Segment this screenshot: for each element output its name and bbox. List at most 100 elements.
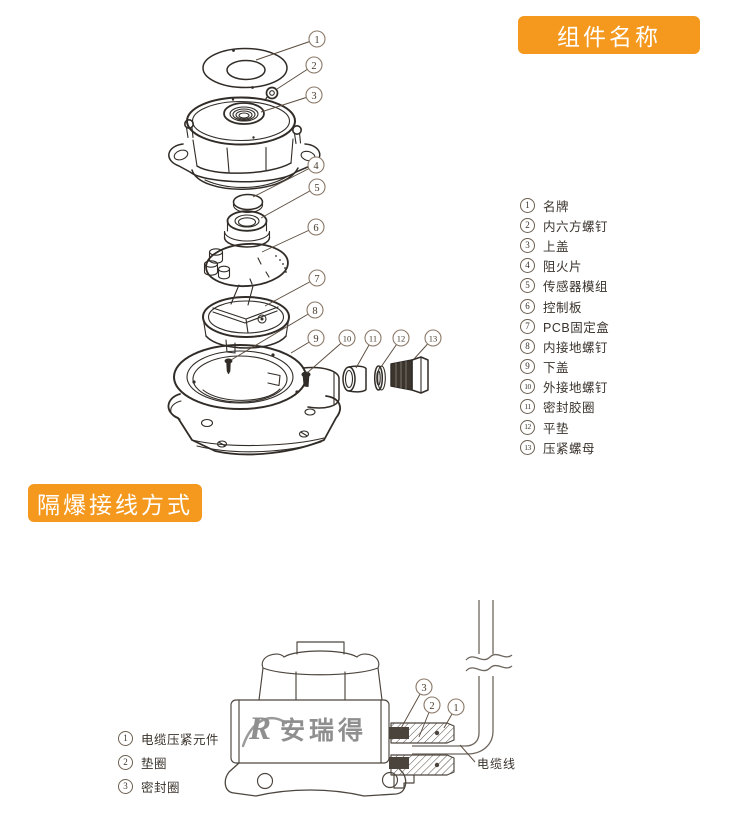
svg-text:2: 2: [429, 701, 434, 712]
part-number-badge: 5: [520, 278, 535, 294]
wiring-view-drawing: 3 2 1: [224, 600, 513, 797]
part-number-badge: 6: [520, 298, 535, 314]
part-number-badge: 2: [520, 217, 535, 233]
part-label: 内六方螺钉: [543, 219, 609, 234]
part-number-badge: 10: [520, 379, 535, 395]
svg-text:1: 1: [453, 703, 458, 714]
part-number-badge: 13: [520, 439, 535, 455]
svg-text:5: 5: [314, 183, 319, 194]
part-number-badge: 3: [520, 237, 535, 253]
wiring-label: 垫圈: [141, 756, 168, 771]
svg-text:3: 3: [311, 91, 316, 102]
nameplate-part: [202, 47, 288, 89]
part-number-badge: 9: [520, 359, 535, 375]
seal-ring-part: [342, 365, 367, 393]
wiring-list-item: 2 垫圈: [118, 750, 219, 774]
svg-text:7: 7: [314, 274, 319, 285]
part-label: 下盖: [543, 361, 570, 376]
callout-13: 13: [413, 329, 442, 360]
brand-name-text: 安瑞得: [280, 717, 368, 745]
brand-logo-r: R: [249, 710, 272, 747]
callout-12: 12: [380, 329, 410, 368]
part-label: PCB固定盒: [543, 320, 610, 335]
parts-list-item: 12 平垫: [520, 417, 609, 437]
part-label: 压紧螺母: [543, 441, 596, 456]
callout-10: 10: [306, 329, 356, 374]
parts-list-item: 7 PCB固定盒: [520, 316, 609, 336]
svg-text:1: 1: [314, 35, 319, 46]
parts-list-item: 8 内接地螺钉: [520, 336, 609, 356]
svg-text:13: 13: [429, 333, 438, 343]
callout-3: 3: [260, 86, 323, 113]
wiring-label: 密封圈: [141, 780, 181, 795]
svg-text:8: 8: [312, 306, 317, 317]
external-ground-screw-part: [301, 371, 311, 388]
part-number-badge: 4: [520, 258, 535, 274]
section-banner-components: 组件名称: [518, 16, 700, 54]
section-banner-wiring: 隔爆接线方式: [28, 484, 202, 522]
hex-screw-part: [264, 86, 279, 101]
svg-text:12: 12: [397, 333, 406, 343]
part-number-badge: 11: [520, 399, 535, 415]
wiring-list-item: 3 密封圈: [118, 774, 219, 798]
lower-cover-part: [167, 344, 341, 456]
parts-list: 1 名牌 2 内六方螺钉 3 上盖 4 阻火片 5 传感器模组 6 控制板 7 …: [520, 195, 609, 457]
callout-2: 2: [276, 56, 323, 90]
callout-7: 7: [264, 269, 326, 307]
wiring-number-badge: 1: [118, 730, 133, 746]
part-number-badge: 8: [520, 338, 535, 354]
part-label: 内接地螺钉: [543, 340, 609, 355]
part-label: 外接地螺钉: [543, 381, 609, 396]
callout-6: 6: [261, 218, 325, 253]
cable-gland-drawing: [389, 722, 455, 776]
callout-1: 1: [255, 30, 326, 61]
part-label: 传感器模组: [543, 280, 609, 295]
svg-text:2: 2: [311, 61, 316, 72]
wiring-label: 电缆压紧元件: [141, 732, 220, 747]
internal-ground-screw-part: [224, 358, 233, 375]
part-number-badge: 1: [520, 197, 535, 213]
part-number-badge: 7: [520, 318, 535, 334]
wiring-labels-list: 1 电缆压紧元件 2 垫圈 3 密封圈: [118, 726, 219, 798]
flat-washer-part: [373, 365, 386, 391]
part-label: 阻火片: [543, 260, 583, 275]
wiring-number-badge: 3: [118, 778, 133, 794]
sensor-module-part: [223, 210, 271, 248]
parts-list-item: 1 名牌: [520, 195, 609, 215]
part-label: 平垫: [543, 421, 570, 436]
flame-arrestor-part: [232, 193, 264, 214]
part-label: 名牌: [543, 199, 570, 214]
wiring-callout-2: 2: [418, 696, 441, 738]
exploded-view-drawing: 1 2 3 4 5 6 7 8: [167, 30, 442, 456]
part-label: 密封胶圈: [543, 401, 596, 416]
svg-text:10: 10: [343, 333, 352, 343]
parts-list-item: 11 密封胶圈: [520, 397, 609, 417]
svg-text:4: 4: [313, 161, 319, 172]
part-label: 控制板: [543, 300, 583, 315]
wiring-callout-1: 1: [443, 698, 465, 729]
cable-drawing: [412, 600, 513, 763]
parts-list-item: 4 阻火片: [520, 256, 609, 276]
wiring-callout-3: 3: [399, 678, 433, 731]
callout-5: 5: [260, 178, 326, 219]
parts-list-item: 9 下盖: [520, 357, 609, 377]
callout-8: 8: [230, 301, 324, 361]
compression-nut-part: [390, 356, 429, 394]
wiring-list-item: 1 电缆压紧元件: [118, 726, 219, 750]
cable-wire-label: 电缆线: [477, 757, 517, 771]
svg-text:11: 11: [369, 333, 377, 343]
device-body-drawing: [224, 641, 415, 797]
callout-11: 11: [355, 329, 382, 369]
parts-list-item: 6 控制板: [520, 296, 609, 316]
part-label: 上盖: [543, 239, 570, 254]
parts-list-item: 2 内六方螺钉: [520, 215, 609, 235]
svg-text:3: 3: [421, 683, 426, 694]
svg-text:9: 9: [313, 334, 318, 345]
parts-list-item: 3 上盖: [520, 235, 609, 255]
parts-list-item: 10 外接地螺钉: [520, 377, 609, 397]
parts-list-item: 5 传感器模组: [520, 276, 609, 296]
wiring-number-badge: 2: [118, 754, 133, 770]
callout-9: 9: [290, 329, 325, 354]
